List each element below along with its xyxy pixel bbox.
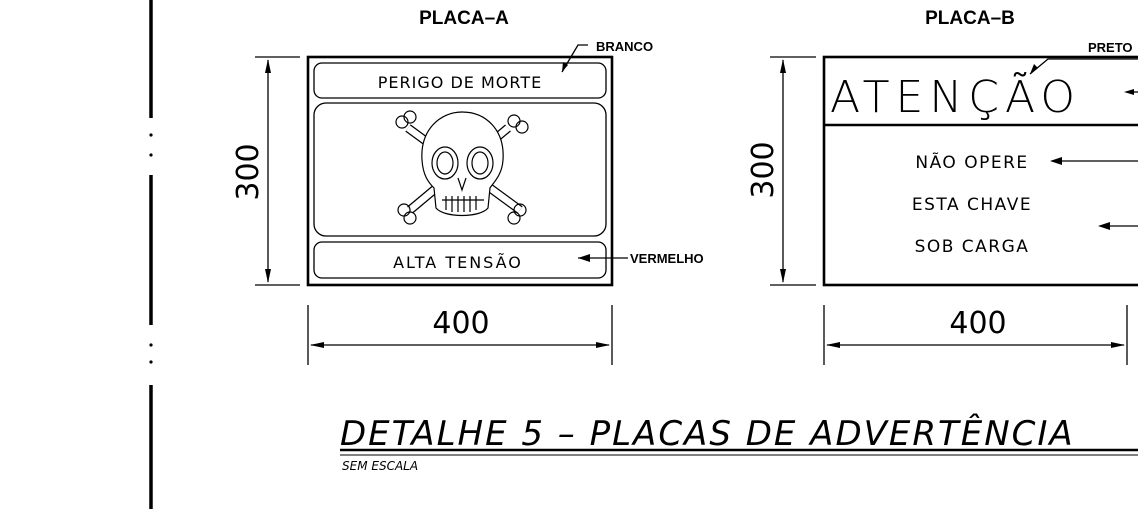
plate-a-height-dimension: 300: [231, 56, 300, 286]
plate-b-width-dimension: 400: [823, 305, 1128, 365]
plate-b-title: PLACA–B: [925, 8, 1015, 29]
sheet-border-line: [149, 0, 153, 509]
plate-a-outline: [306, 55, 614, 287]
plate-b-line-2: ESTA CHAVE: [912, 195, 1032, 215]
svg-text:400: 400: [949, 306, 1006, 341]
plate-b-leaders: [1050, 89, 1138, 230]
svg-text:VERMELHO: VERMELHO: [630, 251, 704, 266]
plate-b-outline: [822, 55, 1138, 287]
plate-b-callout-preto: PRETO: [1029, 40, 1138, 75]
svg-text:PRETO: PRETO: [1088, 40, 1133, 55]
plate-a-bottom-band: [313, 241, 607, 279]
plate-a-callout-branco: BRANCO: [561, 39, 653, 73]
svg-text:400: 400: [432, 306, 489, 341]
detail-title: DETALHE 5 – PLACAS DE ADVERTÊNCIA: [340, 413, 1075, 454]
skull-and-crossbones-icon: [395, 110, 529, 225]
plate-a-title: PLACA–A: [419, 8, 509, 29]
plate-a-top-text: PERIGO DE MORTE: [378, 73, 542, 92]
plate-a-middle-panel: [313, 102, 607, 237]
plate-a-top-band: [313, 62, 607, 99]
plate-b-line-3: SOB CARGA: [915, 237, 1030, 257]
scale-note: SEM ESCALA: [342, 459, 418, 473]
plate-a-width-dimension: 400: [307, 305, 613, 365]
plate-b-header-text: ATENÇÃO: [830, 71, 1081, 123]
plate-a-callout-vermelho: VERMELHO: [578, 251, 704, 266]
svg-text:300: 300: [231, 143, 266, 200]
detail-title-block: DETALHE 5 – PLACAS DE ADVERTÊNCIA SEM ES…: [340, 413, 1138, 473]
plate-b-line-1: NÃO OPERE: [915, 151, 1028, 173]
svg-text:300: 300: [746, 141, 781, 198]
plate-b-height-dimension: 300: [746, 56, 816, 286]
svg-text:BRANCO: BRANCO: [596, 39, 653, 54]
plate-a-bottom-text: ALTA TENSÃO: [393, 253, 523, 272]
